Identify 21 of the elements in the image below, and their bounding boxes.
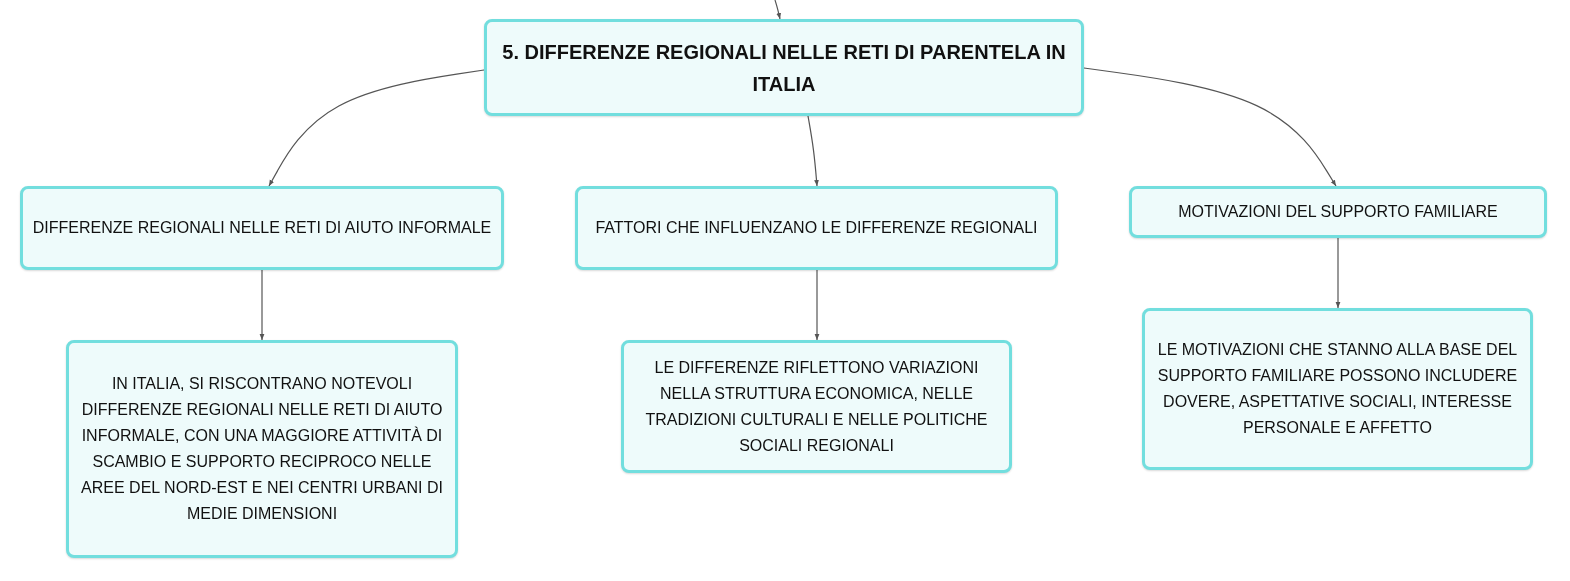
concept-text: MOTIVAZIONI DEL SUPPORTO FAMILIARE (1177, 202, 1499, 222)
arrow (807, 115, 819, 187)
concept-text: IN ITALIA, SI RISCONTRANO NOTEVOLI DIFFERENZE REGIONALI NELLE RETI DI AIUTO INFORMALE, CON UNA MAGGIORE ATTIVITÀ DI SCAMBIO E SUPPORTO RECIPROCO NELLE AREE DEL NORD-EST E NEI CENTRI URBANI DI MEDIE DIMENSIONI (80, 374, 444, 524)
concept-box (621, 340, 1012, 473)
concept-box (66, 340, 458, 558)
arrow (268, 69, 485, 187)
arrow (1335, 237, 1341, 309)
concept-text: LE MOTIVAZIONI CHE STANNO ALLA BASE DEL SUPPORTO FAMILIARE POSSONO INCLUDERE DOVERE, ASPETTATIVE SOCIALI, INTERESSE PERSONALE E AFFETTO (1156, 340, 1519, 438)
arrow (259, 269, 265, 341)
arrow (1083, 67, 1337, 187)
arrow (774, 0, 782, 20)
concept-box (20, 186, 504, 270)
concept-text: DIFFERENZE REGIONALI NELLE RETI DI AIUTO INFORMALE (31, 218, 493, 238)
topic-box (484, 19, 1084, 116)
concept-text: LE DIFFERENZE RIFLETTONO VARIAZIONI NELLA STRUTTURA ECONOMICA, NELLE TRADIZIONI CULTURALI E NELLE POLITICHE SOCIALI REGIONALI (644, 357, 989, 456)
arrow (814, 269, 820, 341)
topic-title: 5. DIFFERENZE REGIONALI NELLE RETI DI PARENTELA IN ITALIA (501, 39, 1067, 97)
concept-box (1142, 308, 1533, 470)
concept-box (1129, 186, 1547, 238)
concept-box (575, 186, 1058, 270)
concept-text: FATTORI CHE INFLUENZANO LE DIFFERENZE REGIONALI (594, 218, 1039, 238)
